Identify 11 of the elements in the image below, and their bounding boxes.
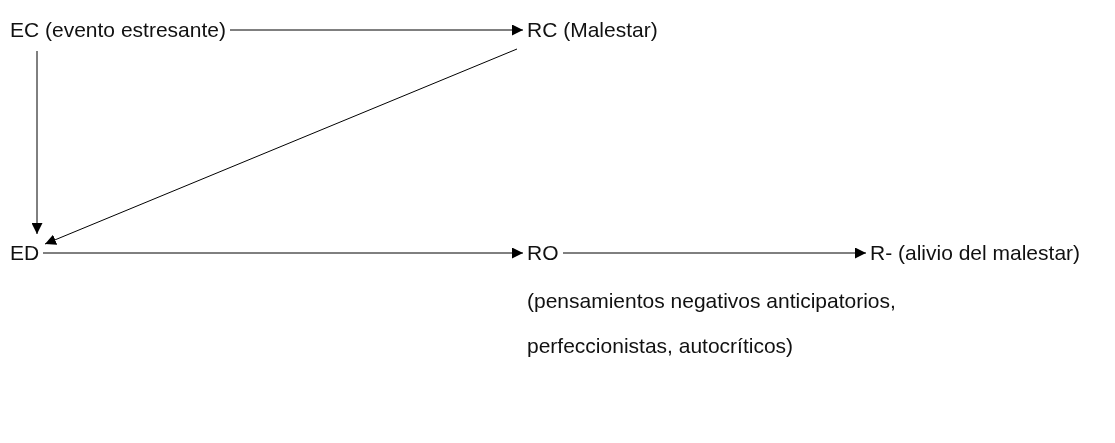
node-label: RC (Malestar) xyxy=(527,17,658,43)
arrow xyxy=(562,247,867,259)
node-label: EC (evento estresante) xyxy=(10,17,226,43)
arrow xyxy=(31,50,43,235)
caption-text: (pensamientos negativos anticipatorios, perfeccionistas, autocríticos) xyxy=(527,288,897,359)
node-label: ED xyxy=(10,240,40,266)
arrow xyxy=(42,247,524,259)
node-label: R- (alivio del malestar) xyxy=(870,240,1081,266)
node-label: RO xyxy=(527,240,559,266)
arrow xyxy=(44,48,518,245)
arrow xyxy=(229,24,524,36)
